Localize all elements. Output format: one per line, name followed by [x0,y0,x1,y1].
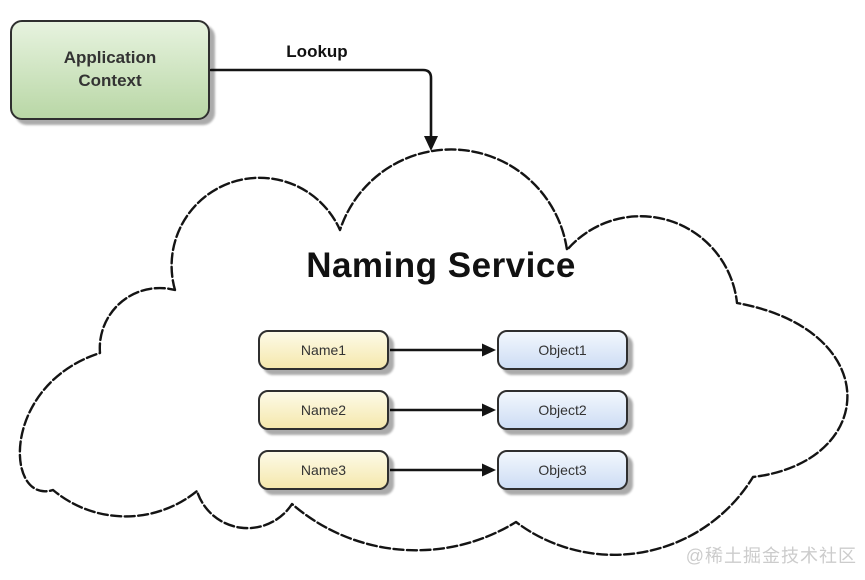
naming-service-title: Naming Service [306,246,576,285]
name3-label: Name3 [300,462,347,478]
mapping-arrowhead-3 [482,463,496,477]
mapping-arrowhead-2 [482,403,496,417]
object1-label: Object1 [538,342,587,358]
application-context-label: Application Context [63,48,157,90]
name1-node: Name1 [258,330,389,370]
watermark-text: @稀土掘金技术社区 [685,546,857,566]
name2-label: Name2 [300,402,347,418]
name2-node: Name2 [258,390,389,430]
name1-label: Name1 [300,342,347,358]
lookup-label: Lookup [286,42,348,61]
lookup-arrow-line [209,68,433,139]
object3-label: Object3 [538,462,587,478]
naming-service-cloud-outline [18,148,849,556]
lookup-arrowhead [424,136,438,151]
name3-node: Name3 [258,450,389,490]
object3-node: Object3 [497,450,628,490]
object2-node: Object2 [497,390,628,430]
object2-label: Object2 [538,402,587,418]
application-context-node: Application Context [10,20,210,120]
object1-node: Object1 [497,330,628,370]
mapping-arrowhead-1 [482,343,496,357]
